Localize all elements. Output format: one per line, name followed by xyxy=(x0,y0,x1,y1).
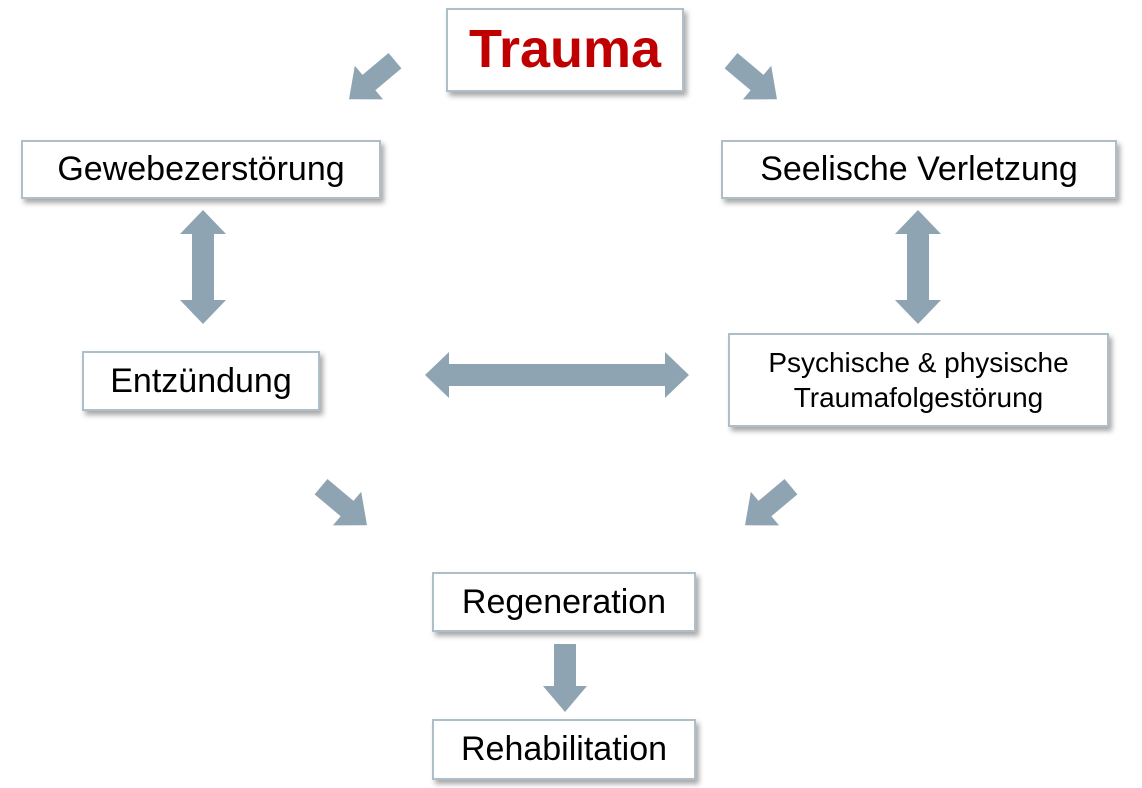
arrow-entzuendung-traumafolgestoerung xyxy=(425,352,689,398)
node-gewebezerstoerung: Gewebezerstörung xyxy=(21,140,381,199)
node-rehabilitation-label: Rehabilitation xyxy=(460,730,668,769)
node-traumafolgestoerung-label: Psychische & physische Traumafolgestörun… xyxy=(768,347,1069,413)
node-traumafolgestoerung: Psychische & physische Traumafolgestörun… xyxy=(728,333,1109,427)
arrow-trauma-to-seelische-verletzung xyxy=(724,53,777,100)
arrow-traumafolgestoerung-to-regeneration xyxy=(745,479,798,526)
arrow-trauma-to-gewebezerstoerung xyxy=(349,53,402,100)
arrow-regeneration-to-rehabilitation xyxy=(543,644,587,712)
node-rehabilitation: Rehabilitation xyxy=(432,719,696,780)
node-seelische-verletzung-label: Seelische Verletzung xyxy=(760,150,1078,189)
node-gewebezerstoerung-label: Gewebezerstörung xyxy=(57,150,345,189)
node-regeneration-label: Regeneration xyxy=(461,582,667,621)
node-entzuendung: Entzündung xyxy=(82,351,320,411)
node-seelische-verletzung: Seelische Verletzung xyxy=(721,140,1117,199)
node-regeneration: Regeneration xyxy=(432,572,696,632)
arrow-seelische-verletzung-traumafolgestoerung xyxy=(895,210,941,324)
node-trauma: Trauma xyxy=(446,8,684,92)
arrow-gewebezerstoerung-entzuendung xyxy=(180,210,226,324)
node-trauma-label: Trauma xyxy=(468,19,662,80)
arrow-entzuendung-to-regeneration xyxy=(314,479,367,526)
node-entzuendung-label: Entzündung xyxy=(110,361,292,400)
